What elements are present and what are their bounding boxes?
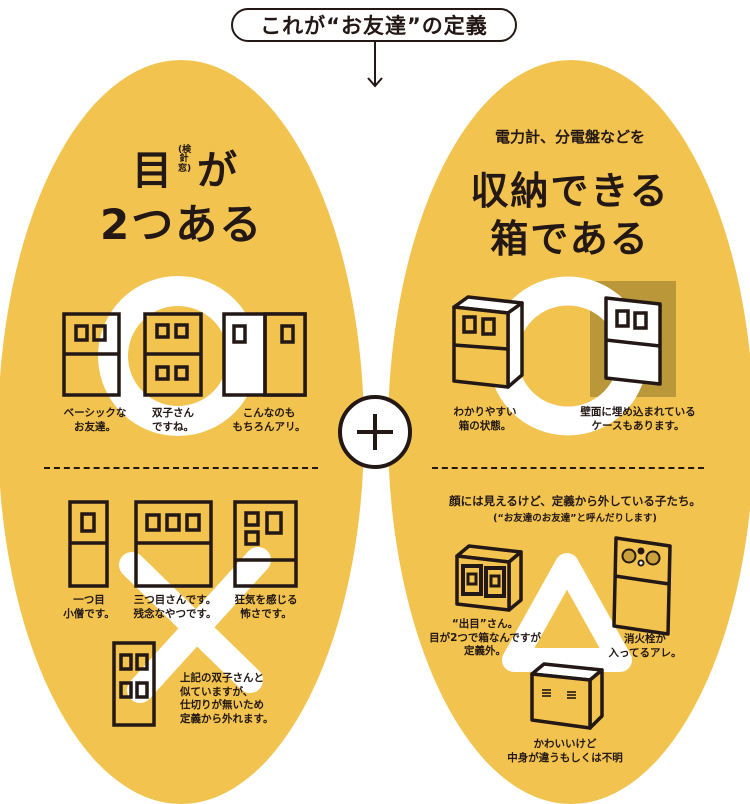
meter-box-no-partition-icon [112, 641, 156, 727]
right-heading-line1: 収納できる [470, 169, 670, 213]
left-heading-ga: が [197, 148, 237, 194]
meter-box-embedded-icon [604, 296, 662, 386]
meter-box-three-eyes-icon [134, 500, 213, 588]
meter-box-crazy-eyes-icon [233, 500, 298, 588]
ng-caption-three-eyes: 三つ目さんです。 残念なやつです。 [133, 594, 217, 620]
partial-caption-unknown: かわいいけど 中身が違うもしくは不明 [507, 738, 623, 764]
left-divider [44, 467, 318, 469]
unknown-box-icon [530, 662, 604, 730]
ok-caption-twin: 双子さん ですね。 [152, 407, 194, 433]
right-subheading: 電力計、分電盤などを [494, 128, 645, 146]
ok-caption-embedded: 壁面に埋め込まれている ケースもあります。 [580, 406, 696, 432]
left-heading-eye: 目 [132, 148, 172, 194]
partial-note: (“お友達のお友達”と呼んだりします) [493, 513, 657, 524]
meter-box-double-door-icon [222, 312, 307, 397]
cross-icon [119, 547, 271, 703]
ng-caption-one-eye: 一つ目 小僧です。 [63, 594, 115, 620]
ng-caption-crazy-eyes: 狂気を感じる 怖さです。 [234, 594, 298, 620]
partial-caption-popeye: “出目”さん。 目が2つで箱なんですが 定義外。 [429, 618, 541, 658]
arrow-down-icon [367, 42, 383, 88]
definition-title-text: これが“お友達”の定義 [260, 14, 488, 38]
fire-hydrant-box-icon [612, 536, 672, 636]
partial-intro: 顔には見えるけど、定義から外している子たち。 [449, 494, 701, 508]
plus-icon [338, 395, 412, 469]
ok-caption-basic: ベーシックな お友達。 [63, 407, 127, 433]
ok-caption-double-door: こんなのも もちろんアリ。 [232, 407, 306, 433]
meter-box-popeye-icon [455, 544, 523, 612]
ok-caption-box-3d: わかりやすい 箱の状態。 [453, 406, 517, 432]
meter-box-basic-icon [62, 312, 121, 397]
meter-box-3d-icon [452, 295, 524, 389]
definition-title: これが“お友達”の定義 [231, 8, 517, 42]
left-heading-ruby: (検針窓) [178, 145, 192, 174]
meter-box-one-eye-icon [68, 500, 109, 588]
meter-box-twin-icon [143, 312, 203, 397]
triangle-icon [502, 553, 632, 672]
right-divider [432, 467, 704, 469]
partial-caption-hydrant: 消火栓が 入ってるアレ。 [608, 633, 682, 659]
right-heading-line2: 箱である [490, 217, 650, 261]
left-heading-line2: 2つある [100, 200, 264, 249]
ng-caption-no-partition: 上記の双子さんと 似ていますが、 仕切りが無いため 定義から外れます。 [180, 672, 274, 725]
